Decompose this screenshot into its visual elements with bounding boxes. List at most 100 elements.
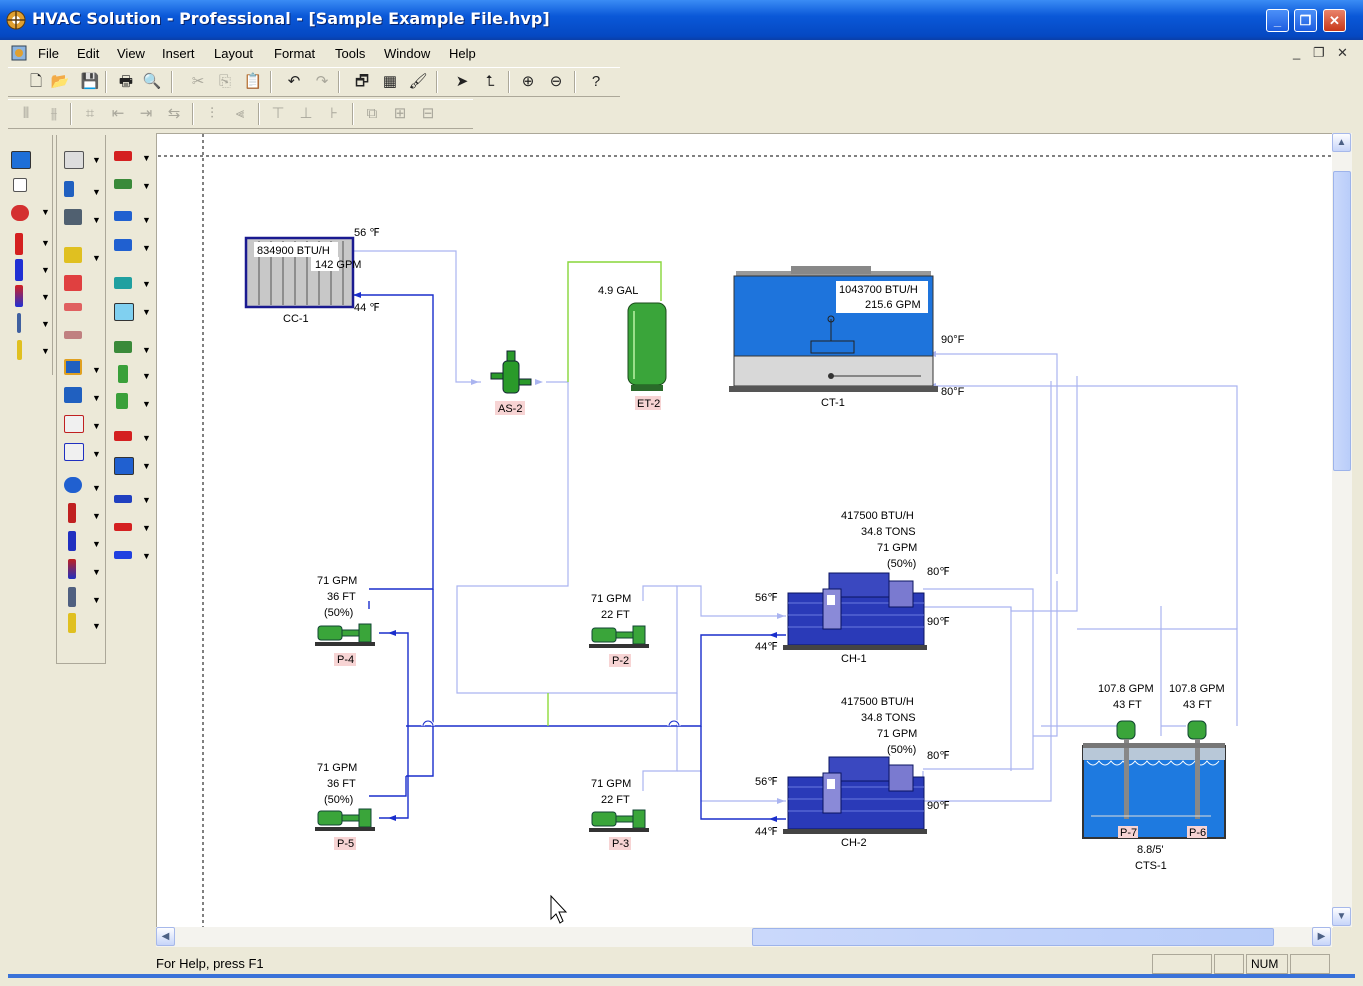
air-separator-tool-icon[interactable]	[116, 393, 128, 409]
furnace-tool-icon[interactable]	[114, 431, 132, 441]
terminal-tool-icon[interactable]	[64, 387, 82, 403]
mdi-minimize-button[interactable]: _	[1293, 45, 1301, 60]
zoom-out-icon[interactable]: ⊖	[549, 73, 563, 90]
damper-tool-icon[interactable]	[64, 181, 74, 197]
cold-riser-tool-icon[interactable]	[68, 531, 76, 551]
blower-tool-icon[interactable]	[64, 477, 82, 493]
redo-icon[interactable]: ↷	[315, 73, 329, 90]
scroll-up-button[interactable]: ▲	[1332, 133, 1351, 152]
properties-icon[interactable]: 🗗	[354, 73, 370, 90]
menu-tools[interactable]: Tools	[335, 46, 366, 61]
chiller-blue-tool-icon[interactable]	[114, 239, 132, 251]
scroll-down-button[interactable]: ▼	[1332, 907, 1351, 926]
scroll-left-button[interactable]: ◀	[156, 927, 175, 946]
vertical-scrollbar[interactable]: ▲ ▼	[1332, 133, 1352, 927]
menu-layout[interactable]: Layout	[214, 46, 254, 61]
vertical-scroll-thumb[interactable]	[1333, 171, 1351, 471]
align-bottom-icon[interactable]: ⊦	[330, 105, 338, 122]
tower-basin-tool-icon[interactable]	[114, 303, 134, 321]
calculator-icon[interactable]: ▦	[382, 73, 398, 90]
print-preview-icon[interactable]: 🔍	[142, 73, 162, 90]
horizontal-scrollbar[interactable]: ◀ ▶	[156, 927, 1332, 947]
fan-coil-tool-icon[interactable]	[64, 443, 84, 461]
tee-tool-icon[interactable]	[64, 275, 82, 291]
minimize-button[interactable]: _	[1266, 9, 1289, 32]
menu-edit[interactable]: Edit	[77, 46, 100, 61]
expansion-tank-tool-icon[interactable]	[118, 365, 128, 383]
pump-base-tool-icon[interactable]	[114, 341, 132, 353]
title-bar[interactable]: HVAC Solution - Professional - [Sample E…	[0, 0, 1363, 40]
center-vertical-icon[interactable]: ⫷	[235, 105, 245, 122]
zoom-in-icon[interactable]: ⊕	[521, 73, 535, 90]
hvac-diagram[interactable]: 834900 BTU/H 142 GPM CC-1 56 ℉ 44 ℉ AS-2…	[157, 134, 1333, 928]
hot-riser-tool-icon[interactable]	[68, 503, 76, 523]
radiant-tool-icon[interactable]	[64, 303, 82, 311]
flex-tool-icon[interactable]	[64, 331, 82, 339]
print-icon[interactable]: 🖶	[118, 73, 134, 90]
document-icon[interactable]	[10, 44, 30, 62]
horizontal-scroll-thumb[interactable]	[752, 928, 1274, 946]
plate-hx-tool-icon[interactable]	[114, 277, 132, 289]
boiler-tool-icon[interactable]	[15, 233, 23, 255]
align-top-icon[interactable]: ⊤	[271, 105, 285, 122]
tank-tool-icon[interactable]	[15, 259, 23, 281]
same-height-icon[interactable]: ⇥	[139, 105, 153, 122]
p2-flow-label: 71 GPM	[591, 593, 631, 605]
coil-bank-tool-icon[interactable]	[114, 211, 132, 221]
paste-icon[interactable]: 📋	[243, 73, 263, 90]
scroll-right-button[interactable]: ▶	[1312, 927, 1331, 946]
drawing-canvas[interactable]: 834900 BTU/H 142 GPM CC-1 56 ℉ 44 ℉ AS-2…	[156, 133, 1333, 928]
same-size-icon[interactable]: ⌗	[85, 105, 95, 122]
draw-pipe-icon[interactable]: ⮤	[485, 73, 495, 90]
open-folder-icon[interactable]: 📂	[50, 73, 70, 90]
red-duct-tool-icon[interactable]	[114, 523, 132, 531]
menu-view[interactable]: View	[117, 46, 145, 61]
close-button[interactable]: ✕	[1323, 9, 1346, 32]
coil-tool-icon[interactable]	[17, 313, 21, 333]
supply-duct-tool-icon[interactable]	[114, 551, 132, 559]
group-icon[interactable]: ⊞	[393, 105, 407, 122]
filter-tool-icon[interactable]	[17, 340, 22, 360]
unit-heater-tool-icon[interactable]	[64, 415, 84, 433]
restore-button[interactable]: ❐	[1294, 9, 1317, 32]
same-width-icon[interactable]: ⇤	[111, 105, 125, 122]
undo-icon[interactable]: ↶	[287, 73, 301, 90]
context-help-icon[interactable]: ?	[591, 73, 601, 90]
format-painter-icon[interactable]: 🖌	[408, 73, 428, 90]
heat-exchanger-tool-icon[interactable]	[15, 285, 23, 307]
copy-icon[interactable]: ⎘	[218, 73, 231, 90]
cut-icon[interactable]: ✂	[191, 73, 205, 90]
align-left-icon[interactable]: ⫴	[22, 105, 30, 122]
select-pointer-icon[interactable]: ➤	[455, 73, 469, 90]
bring-front-icon[interactable]: ⧉	[366, 105, 378, 122]
mdi-restore-button[interactable]: ❐	[1313, 45, 1325, 60]
rectangle-tool-icon[interactable]	[13, 178, 27, 192]
menu-help[interactable]: Help	[449, 46, 476, 61]
menu-window[interactable]: Window	[384, 46, 431, 61]
valve-tool-icon[interactable]	[64, 247, 82, 263]
menu-format[interactable]: Format	[274, 46, 316, 61]
dual-riser-tool-icon[interactable]	[68, 559, 76, 579]
duct-tool-icon[interactable]	[64, 209, 82, 225]
save-icon[interactable]: 💾	[80, 73, 100, 90]
cooling-tower-tool-icon[interactable]	[11, 151, 31, 169]
align-center-icon[interactable]: ⫵	[50, 105, 58, 122]
mdi-close-button[interactable]: ✕	[1337, 45, 1348, 60]
fan-tool-icon[interactable]	[11, 205, 29, 221]
menu-file[interactable]: File	[38, 46, 59, 61]
blue-duct-tool-icon[interactable]	[114, 495, 132, 503]
center-horizontal-icon[interactable]: ⫶	[210, 105, 214, 122]
vav-tool-icon[interactable]	[64, 359, 82, 375]
pump-tool-icon[interactable]	[114, 179, 132, 189]
water-heater-tool-icon[interactable]	[114, 457, 134, 475]
menu-insert[interactable]: Insert	[162, 46, 195, 61]
space-across-icon[interactable]: ⇆	[167, 105, 181, 122]
gas-riser-tool-icon[interactable]	[68, 613, 76, 633]
chiller-red-tool-icon[interactable]	[114, 151, 132, 161]
new-file-icon[interactable]: 🗋	[29, 73, 43, 90]
ungroup-icon[interactable]: ⊟	[421, 105, 435, 122]
ct1-load-label: 1043700 BTU/H	[839, 284, 918, 296]
air-handler-tool-icon[interactable]	[64, 151, 84, 169]
align-middle-icon[interactable]: ⊥	[299, 105, 313, 122]
steam-riser-tool-icon[interactable]	[68, 587, 76, 607]
